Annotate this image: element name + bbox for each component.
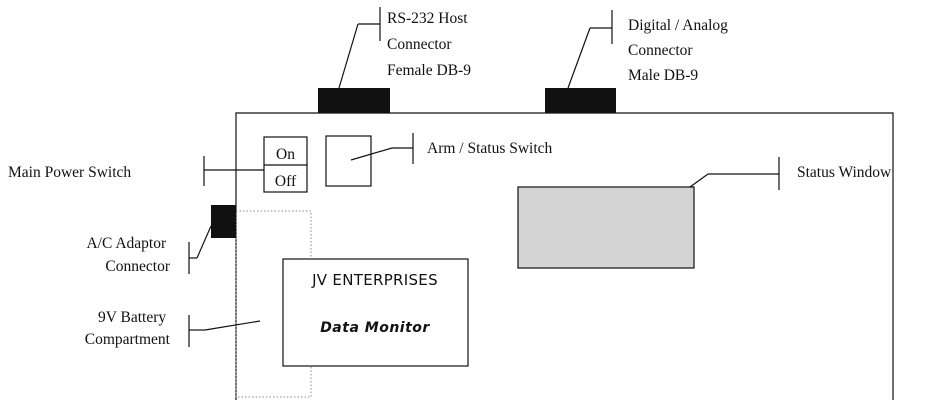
battery-label-line-2: Compartment [85,331,171,348]
rs232-label: RS-232 Host Connector Female DB-9 [387,10,471,79]
rs232-label-line-3: Female DB-9 [387,62,471,79]
device-model-text: Data Monitor [320,320,430,336]
switch-off-text: Off [275,173,297,190]
ac-adaptor-label: A/C Adaptor Connector [86,235,170,275]
rs232-label-line-1: RS-232 Host [387,10,468,27]
ac-adaptor-label-line-1: A/C Adaptor [86,235,166,252]
main-power-label: Main Power Switch [8,164,131,181]
label-plate [282,258,469,367]
digital-analog-connector [545,88,616,113]
arm-status-switch [325,135,372,187]
status-window-label: Status Window [797,164,892,181]
arm-status-label: Arm / Status Switch [427,140,553,157]
switch-on-text: On [276,146,295,163]
digital-analog-label-line-1: Digital / Analog [628,17,728,34]
ac-adaptor-jack [211,205,236,238]
battery-label: 9V Battery Compartment [85,309,171,348]
status-window [517,186,695,269]
brand-logo-text: JV ENTERPRISES [311,271,438,289]
digital-analog-label: Digital / Analog Connector Male DB-9 [628,17,732,84]
ac-adaptor-label-line-2: Connector [105,258,170,275]
rs232-label-line-2: Connector [387,36,452,53]
rs232-connector [318,88,390,113]
digital-analog-label-line-2: Connector [628,42,693,59]
digital-analog-label-line-3: Male DB-9 [628,67,698,84]
battery-label-line-1: 9V Battery [98,309,166,326]
